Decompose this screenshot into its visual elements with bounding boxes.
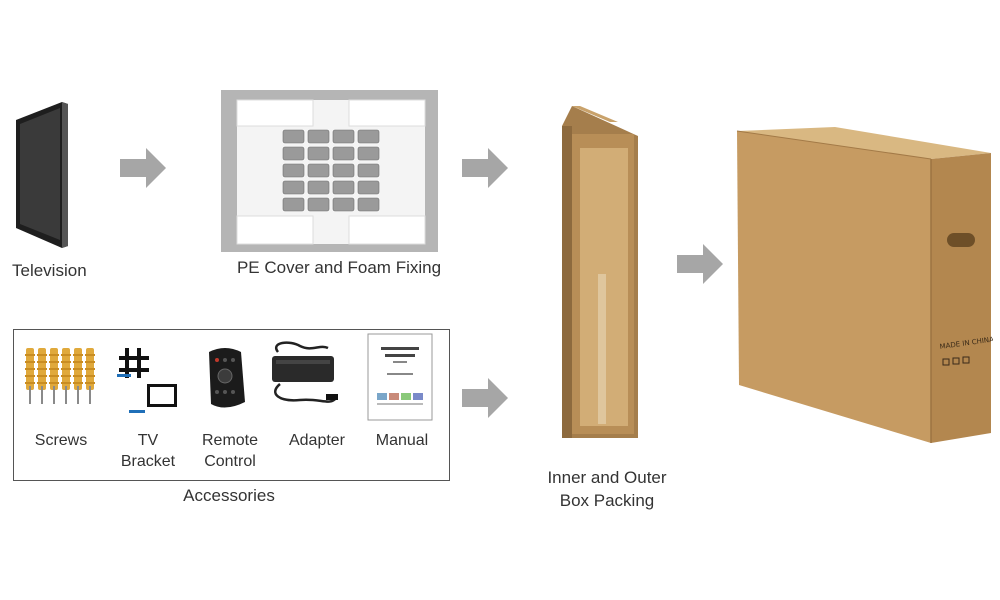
- pe-cover-label: PE Cover and Foam Fixing: [236, 258, 442, 277]
- foam-cell: [357, 180, 380, 195]
- foam-cell: [282, 146, 305, 161]
- foam-cell: [357, 146, 380, 161]
- foam-cell: [307, 180, 330, 195]
- screw-icon: [85, 348, 95, 404]
- adapter-label: Adapter: [288, 432, 346, 449]
- foam-cell: [332, 129, 355, 144]
- arrow-right-icon: [462, 378, 508, 418]
- arrow-right-icon: [462, 148, 508, 188]
- foam-cell: [332, 180, 355, 195]
- accessories-panel: [13, 329, 450, 481]
- manual-label: Manual: [375, 432, 429, 449]
- remote-control-label: Remote Control: [201, 432, 259, 470]
- foam-cell: [282, 129, 305, 144]
- arrow-right-icon: [677, 244, 723, 284]
- foam-cell: [357, 129, 380, 144]
- screw-icon: [73, 348, 83, 404]
- manual-image: [367, 333, 433, 421]
- adapter-image: [272, 341, 338, 403]
- foam-cell: [282, 163, 305, 178]
- foam-cell: [357, 197, 380, 212]
- pe-cover-foam-image: [221, 90, 438, 252]
- box-packing-label: Inner and Outer Box Packing: [547, 468, 667, 510]
- television-label: Television: [12, 261, 87, 280]
- remote-control-image: [209, 348, 245, 408]
- inner-box-image: [562, 106, 638, 438]
- arrow-right-icon: [120, 148, 166, 188]
- tv-bracket-label: TV Bracket: [120, 432, 176, 470]
- screw-icon: [25, 348, 35, 404]
- foam-cell: [282, 197, 305, 212]
- screws-label: Screws: [34, 432, 88, 449]
- foam-cell: [307, 129, 330, 144]
- foam-cell: [332, 163, 355, 178]
- screws-image: [25, 348, 95, 404]
- foam-cell: [282, 180, 305, 195]
- screw-icon: [37, 348, 47, 404]
- screw-icon: [49, 348, 59, 404]
- foam-cell: [307, 146, 330, 161]
- television-image: [16, 102, 68, 248]
- foam-cell: [307, 163, 330, 178]
- accessories-title: Accessories: [183, 486, 275, 505]
- screw-icon: [61, 348, 71, 404]
- foam-cell: [332, 197, 355, 212]
- foam-cell: [332, 146, 355, 161]
- outer-box-image: MADE IN CHINA: [736, 127, 993, 443]
- foam-cell: [357, 163, 380, 178]
- tv-bracket-image: [117, 348, 177, 413]
- foam-cell: [307, 197, 330, 212]
